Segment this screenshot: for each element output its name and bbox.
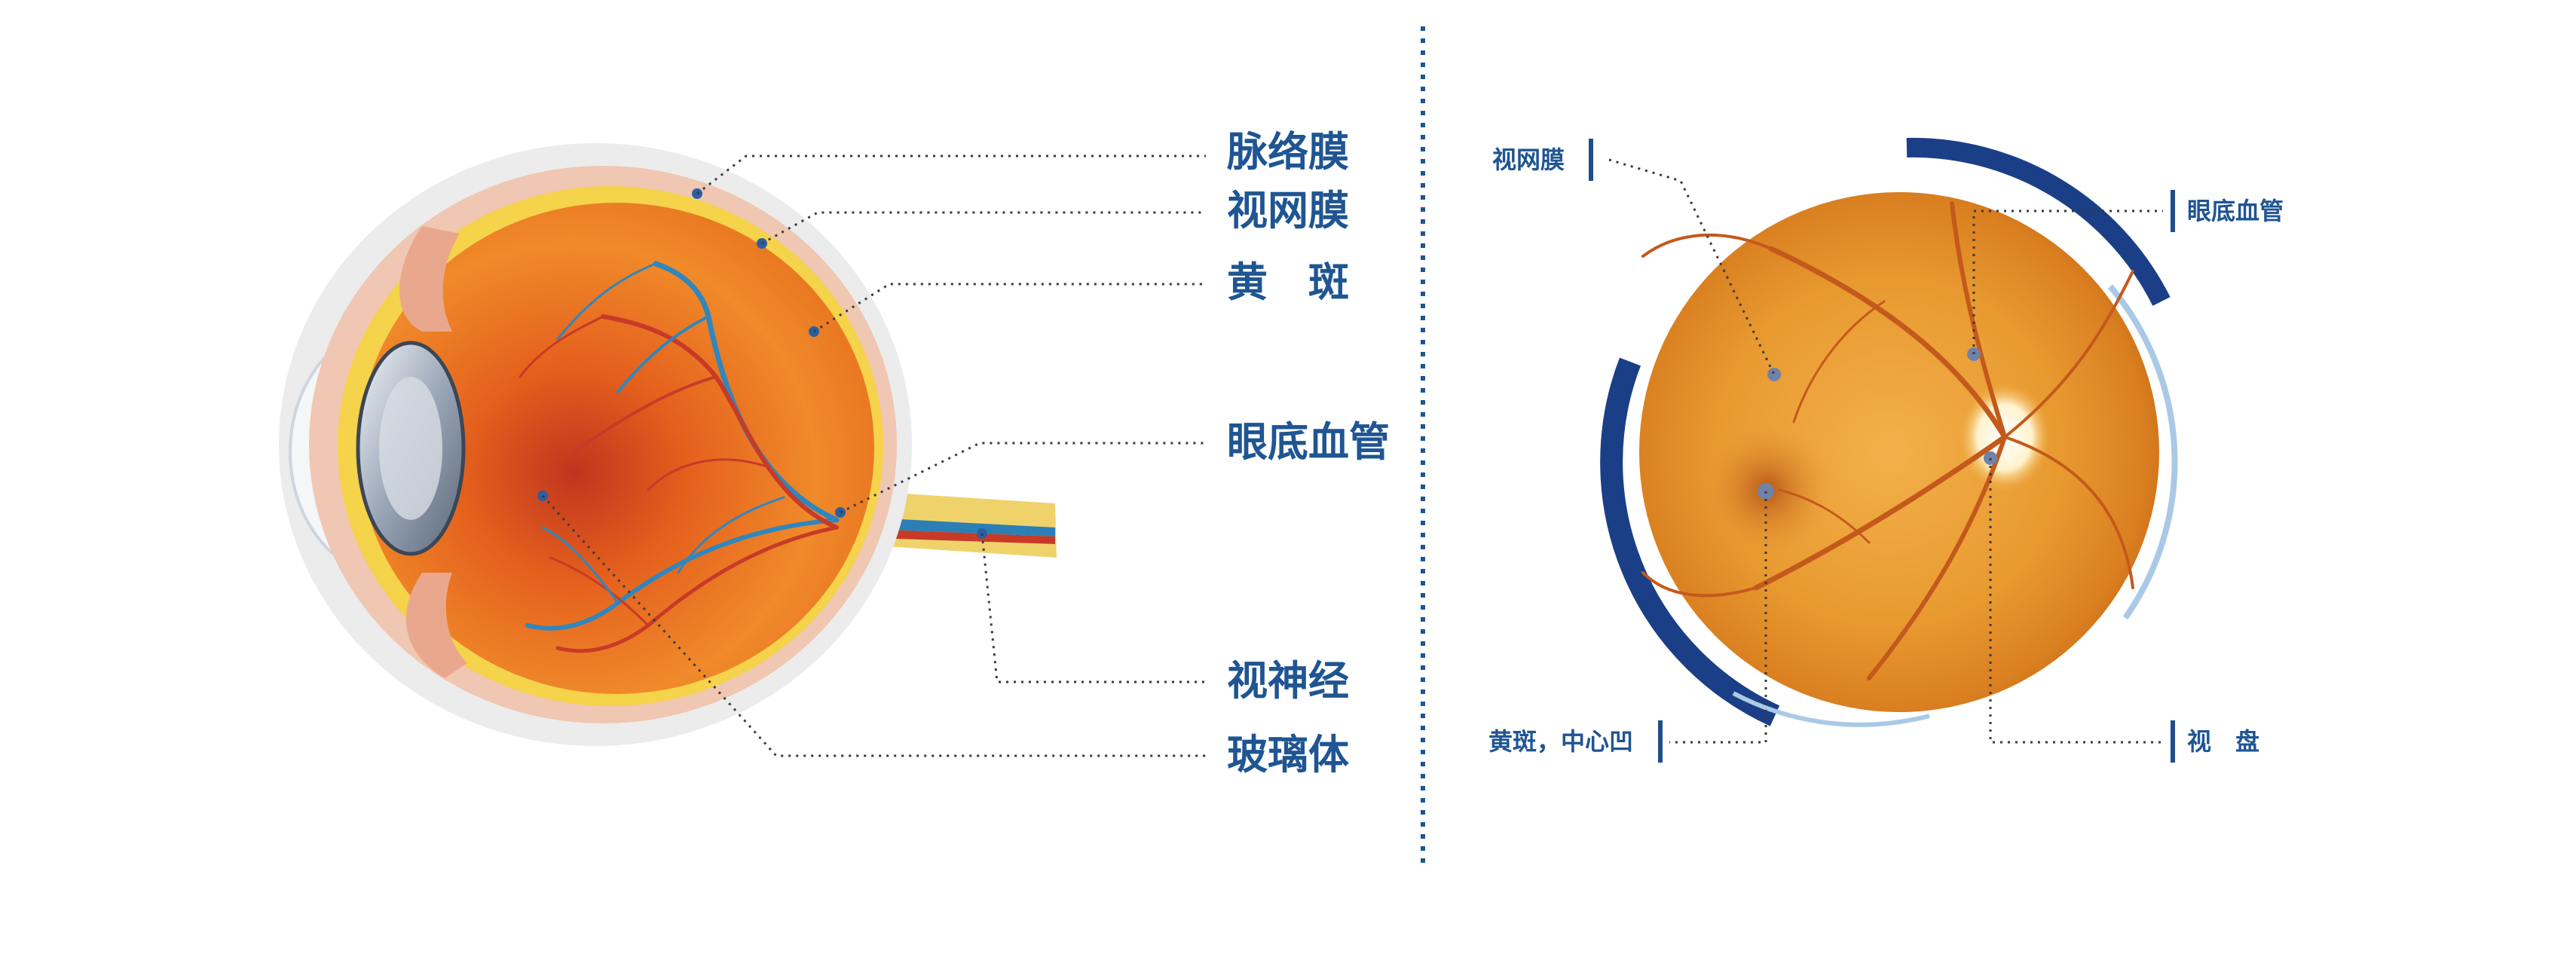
label-bar-retina xyxy=(1589,139,1593,181)
label-bar-disc xyxy=(2171,720,2175,763)
label-retina: 视网膜 xyxy=(1227,191,1349,231)
label-fundus-vessels: 眼底血管 xyxy=(1227,422,1390,463)
label-fundus-disc: 视 盘 xyxy=(2187,729,2259,754)
label-fundus-macula: 黄斑，中心凹 xyxy=(1488,729,1633,754)
label-bar-vessels xyxy=(2171,190,2175,232)
label-vitreous: 玻璃体 xyxy=(1227,735,1349,775)
label-bar-macula xyxy=(1658,720,1663,763)
label-fundus-retina: 视网膜 xyxy=(1492,148,1565,172)
eye-cross-section xyxy=(279,143,1057,746)
label-fundus-vessels: 眼底血管 xyxy=(2187,199,2284,223)
label-optic-nerve: 视神经 xyxy=(1227,661,1349,702)
fundus-photo xyxy=(1611,148,2174,725)
marker-fundus-retina xyxy=(1767,368,1781,381)
label-macula: 黄 斑 xyxy=(1227,262,1349,303)
label-choroid: 脉络膜 xyxy=(1227,132,1349,173)
